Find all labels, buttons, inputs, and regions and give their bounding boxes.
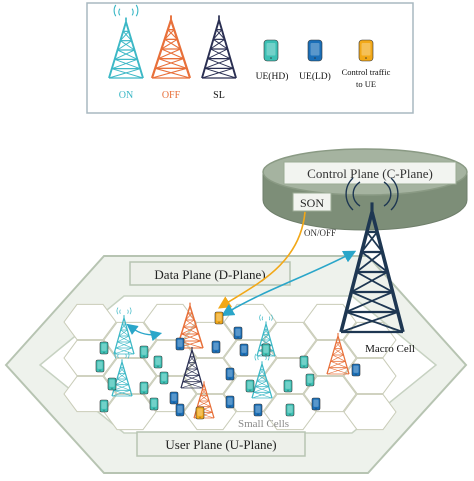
tower-on-icon [108,4,144,79]
small-cell-hexagon [63,303,117,341]
legend-tower-on-icon [108,4,144,79]
ue-control-icon [195,406,205,420]
ue-hd-icon [159,371,169,385]
ue-hd-icon [139,345,149,359]
tower-off-icon [150,15,192,79]
legend-off-label: OFF [162,90,181,101]
user-plane-label: User Plane (U-Plane) [165,437,276,452]
legend-sl-label: SL [213,90,225,101]
ue-ld-icon [225,395,235,409]
ue-ld-icon [253,403,263,417]
legend-box [86,2,414,114]
ue-hd-icon [153,355,163,369]
tower-sl-icon [201,15,237,79]
small-cells-label: Small Cells [238,418,289,430]
ue-hd-icon [107,377,117,391]
ue-ld-icon [311,397,321,411]
small-cell-link-arrow [126,323,163,342]
small-cell-hexagon [343,393,397,431]
ue-hd-icon [261,343,271,357]
legend-ue-hd-label: UE(HD) [256,71,289,82]
control-plane-label: Control Plane (C-Plane) [307,166,433,181]
ue-hd-icon [149,397,159,411]
legend-on-label: ON [119,90,133,101]
small-tower-on-icon [113,307,135,355]
ue-control-icon [358,39,374,62]
ue-hd-icon [285,403,295,417]
legend-ue-icons [263,39,374,62]
ue-devices [95,311,361,420]
ue-hd-icon [99,341,109,355]
ue-hd-icon [95,359,105,373]
ue-hd-icon [139,381,149,395]
ue-ld-icon [175,403,185,417]
legend-tower-off-icon [150,15,192,79]
ue-hd-icon [263,39,279,62]
ue-hd-icon [305,373,315,387]
ue-ld-icon [169,391,179,405]
ue-ld-icon [233,326,243,340]
legend-control-line1: Control traffic [342,67,391,77]
legend-control-line2: to UE [356,79,376,89]
data-plane-label: Data Plane (D-Plane) [154,267,265,282]
small-tower-on-icon [251,353,273,399]
ue-ld-icon [307,39,323,62]
ue-control-icon [214,311,224,325]
ue-hd-icon [245,379,255,393]
ue-ld-icon [351,363,361,377]
user-plane-label-box [136,431,306,457]
legend-ue-ld-label: UE(LD) [299,71,331,82]
macro-cell-label: Macro Cell [365,343,415,355]
control-plane-disc [262,148,468,231]
small-tower-off-icon [326,332,350,375]
legend: ON OFF SL UE(HD) UE(LD) Control traffic … [86,2,414,114]
son-box [292,192,332,212]
son-label: SON [300,196,324,210]
small-tower-on-icon [111,351,133,397]
ue-ld-icon [225,367,235,381]
ue-hd-icon [99,399,109,413]
ue-ld-icon [239,343,249,357]
ue-ld-icon [211,340,221,354]
ue-ld-icon [175,337,185,351]
small-tower-sl-icon [180,346,204,389]
small-cell-hexagon [223,375,277,413]
on-off-label: ON/OFF [304,228,336,238]
ue-hd-icon [283,379,293,393]
macro-data-arrow [221,250,357,317]
legend-tower-sl-icon [201,15,237,79]
ue-hd-icon [299,355,309,369]
